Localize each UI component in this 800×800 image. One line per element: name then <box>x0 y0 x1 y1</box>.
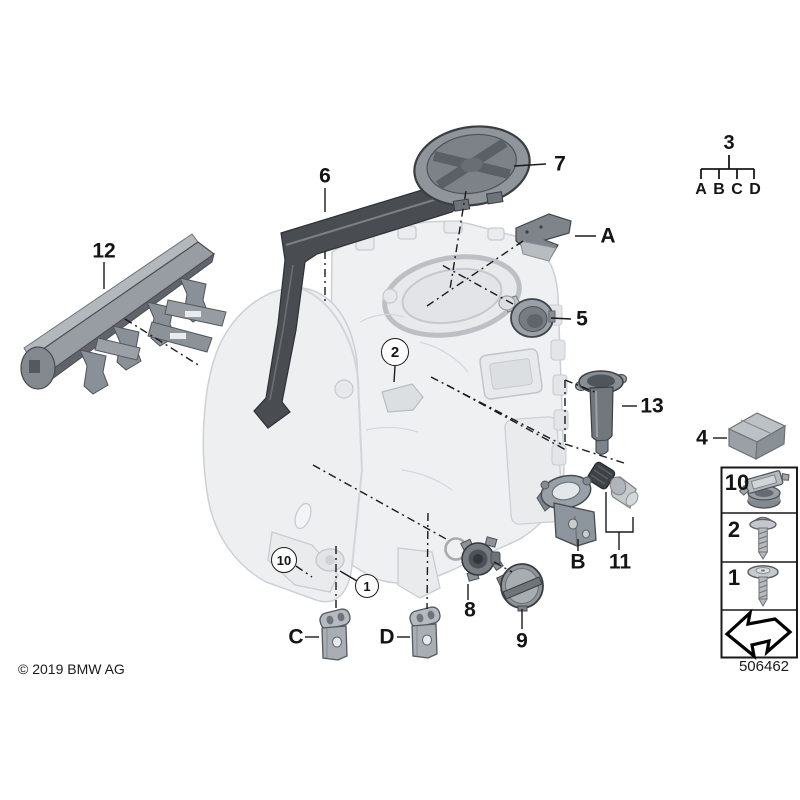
cover-cap-part7 <box>413 125 531 212</box>
variant-letter-b[interactable]: B <box>713 181 725 198</box>
callout-11[interactable]: 11 <box>608 550 632 574</box>
bracket-part-a <box>515 213 572 262</box>
variant-letter-d[interactable]: D <box>749 181 761 198</box>
callout-d[interactable]: D <box>379 625 395 649</box>
callout-13[interactable]: 13 <box>640 394 664 418</box>
bracket-part-d <box>409 606 441 659</box>
callout-2-circled[interactable]: 2 <box>381 338 409 366</box>
callout-8[interactable]: 8 <box>464 598 476 622</box>
callout-b[interactable]: B <box>570 550 586 574</box>
holder-part-b <box>536 474 597 547</box>
bracket-part-c <box>319 608 351 661</box>
tube-part13 <box>574 370 628 455</box>
callout-10-circled[interactable]: 10 <box>271 547 297 573</box>
pointer-lines <box>124 190 625 610</box>
callout-1-circled[interactable]: 1 <box>355 574 379 598</box>
callout-12[interactable]: 12 <box>92 239 116 263</box>
legend-row-10-label[interactable]: 10 <box>724 470 750 495</box>
callout-4[interactable]: 4 <box>696 426 708 450</box>
cap-part9 <box>496 563 544 612</box>
continue-arrow-icon[interactable] <box>724 608 793 660</box>
variant-letter-a[interactable]: A <box>695 181 707 198</box>
bulb-holder-part8 <box>444 536 504 582</box>
screw-washer-icon <box>749 516 777 560</box>
callout-a[interactable]: A <box>600 224 616 248</box>
callout-c[interactable]: C <box>288 625 304 649</box>
label-leader-lines <box>103 163 727 638</box>
legend-table <box>720 466 798 660</box>
led-bulb-set-part11 <box>587 461 639 509</box>
diagram-number: 506462 <box>738 658 790 675</box>
carrier-rail-part12 <box>20 233 227 395</box>
callout-5[interactable]: 5 <box>576 307 588 331</box>
legend-row-1-label[interactable]: 1 <box>727 565 741 590</box>
variant-group-bracket <box>700 155 755 179</box>
legend-row-2-label[interactable]: 2 <box>727 517 741 542</box>
clip-nut-icon <box>738 470 790 509</box>
screw-large-washer-icon <box>747 565 779 608</box>
variant-letter-c[interactable]: C <box>731 181 743 198</box>
copyright-text: © 2019 BMW AG <box>18 661 125 677</box>
callout-7[interactable]: 7 <box>554 152 566 176</box>
headlight-housing-ghost <box>202 220 569 603</box>
bulb-box-part4 <box>727 412 787 461</box>
callout-9[interactable]: 9 <box>516 629 528 653</box>
variant-group-parent[interactable]: 3 <box>723 132 735 154</box>
callout-6[interactable]: 6 <box>319 164 331 188</box>
